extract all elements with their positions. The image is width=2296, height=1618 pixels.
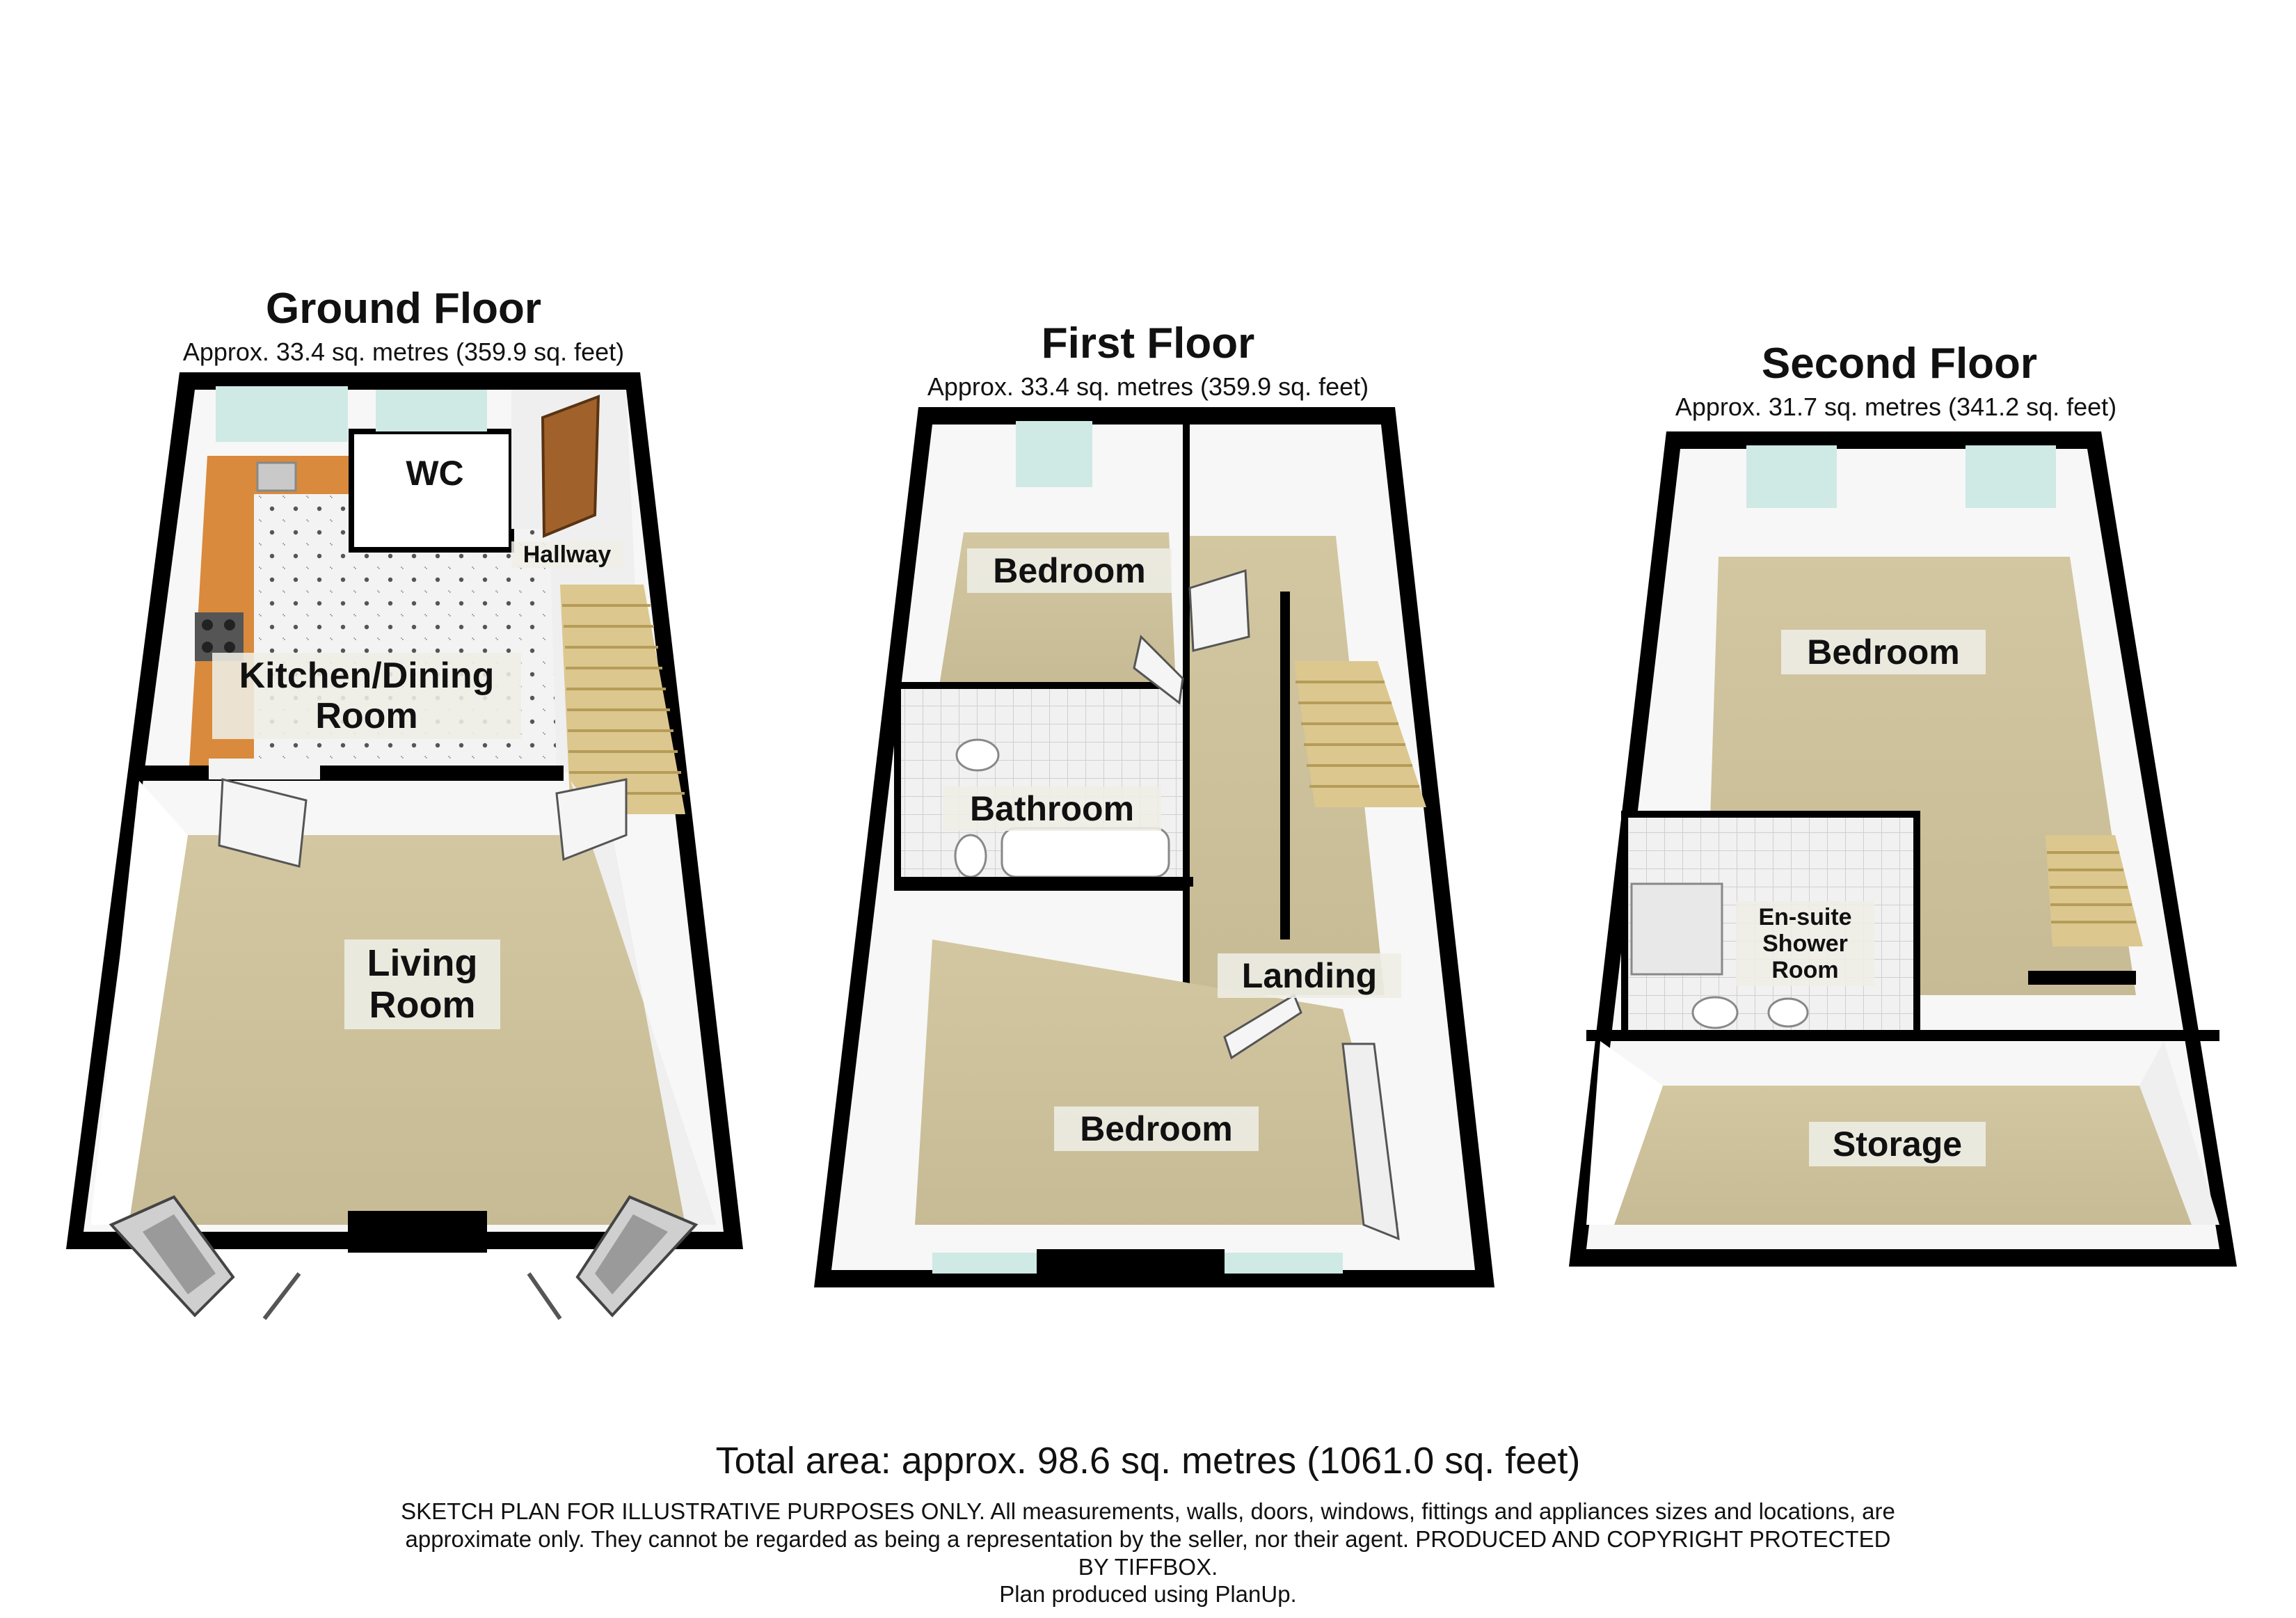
living-room-door-right — [555, 778, 628, 862]
living-room-floor — [129, 835, 685, 1225]
room-label-kitchen-dining: Kitchen/Dining Room — [212, 653, 521, 740]
bath-icon — [1000, 827, 1170, 878]
disclaimer: SKETCH PLAN FOR ILLUSTRATIVE PURPOSES ON… — [401, 1498, 1895, 1580]
ensuite-basin-icon — [1767, 997, 1809, 1028]
room-label-first-bedroom-rear: Bedroom — [967, 548, 1172, 593]
bedroom-front-door — [1223, 993, 1302, 1060]
bedroom-rear-door — [1133, 635, 1184, 705]
second-floor-title: Second Floor — [1761, 340, 2038, 388]
ground-floor-plan — [66, 372, 743, 1320]
wardrobe — [1341, 1042, 1400, 1241]
room-label-storage: Storage — [1809, 1122, 1986, 1166]
ground-floor-area: Approx. 33.4 sq. metres (359.9 sq. feet) — [182, 338, 625, 366]
first-floor-plan — [814, 407, 1494, 1287]
first-floor-area: Approx. 33.4 sq. metres (359.9 sq. feet) — [927, 372, 1369, 401]
front-door — [541, 395, 600, 538]
landing-door — [1188, 569, 1250, 652]
room-label-second-bedroom: Bedroom — [1781, 630, 1986, 674]
second-window-right — [1966, 445, 2056, 508]
second-window-left — [1746, 445, 1837, 508]
first-front-window-left — [932, 1253, 1037, 1274]
ground-floor-stairs — [560, 585, 685, 814]
room-label-hallway: Hallway — [511, 541, 623, 569]
bay-window-left — [109, 1195, 235, 1317]
total-area: Total area: approx. 98.6 sq. metres (106… — [715, 1440, 1581, 1482]
living-room-door-left — [218, 778, 308, 868]
room-label-landing: Landing — [1218, 953, 1401, 998]
room-label-living-room: Living Room — [344, 939, 500, 1029]
plan-credit: Plan produced using PlanUp. — [999, 1581, 1297, 1607]
ground-floor-title: Ground Floor — [265, 285, 542, 333]
toilet-icon — [954, 834, 987, 878]
room-label-wc: WC — [406, 454, 464, 493]
second-floor-area: Approx. 31.7 sq. metres (341.2 sq. feet) — [1675, 392, 2117, 421]
shower-tray — [1630, 882, 1723, 976]
first-floor-stairs — [1294, 661, 1426, 807]
ensuite-toilet-icon — [1691, 996, 1739, 1029]
room-label-ensuite-shower-room: En-suite Shower Room — [1736, 901, 1874, 987]
bay-window-centre — [348, 1211, 487, 1253]
sink-icon — [256, 461, 297, 492]
room-label-first-bedroom-front: Bedroom — [1054, 1107, 1259, 1151]
second-floor-stairs — [2046, 835, 2143, 946]
room-label-bathroom: Bathroom — [943, 786, 1161, 831]
bay-window-right — [575, 1195, 699, 1317]
kitchen-window — [216, 386, 348, 442]
first-front-window-right — [1225, 1253, 1343, 1274]
first-floor-title: First Floor — [1041, 319, 1255, 367]
second-floor-plan — [1569, 431, 2237, 1267]
basin-icon — [955, 738, 1000, 772]
